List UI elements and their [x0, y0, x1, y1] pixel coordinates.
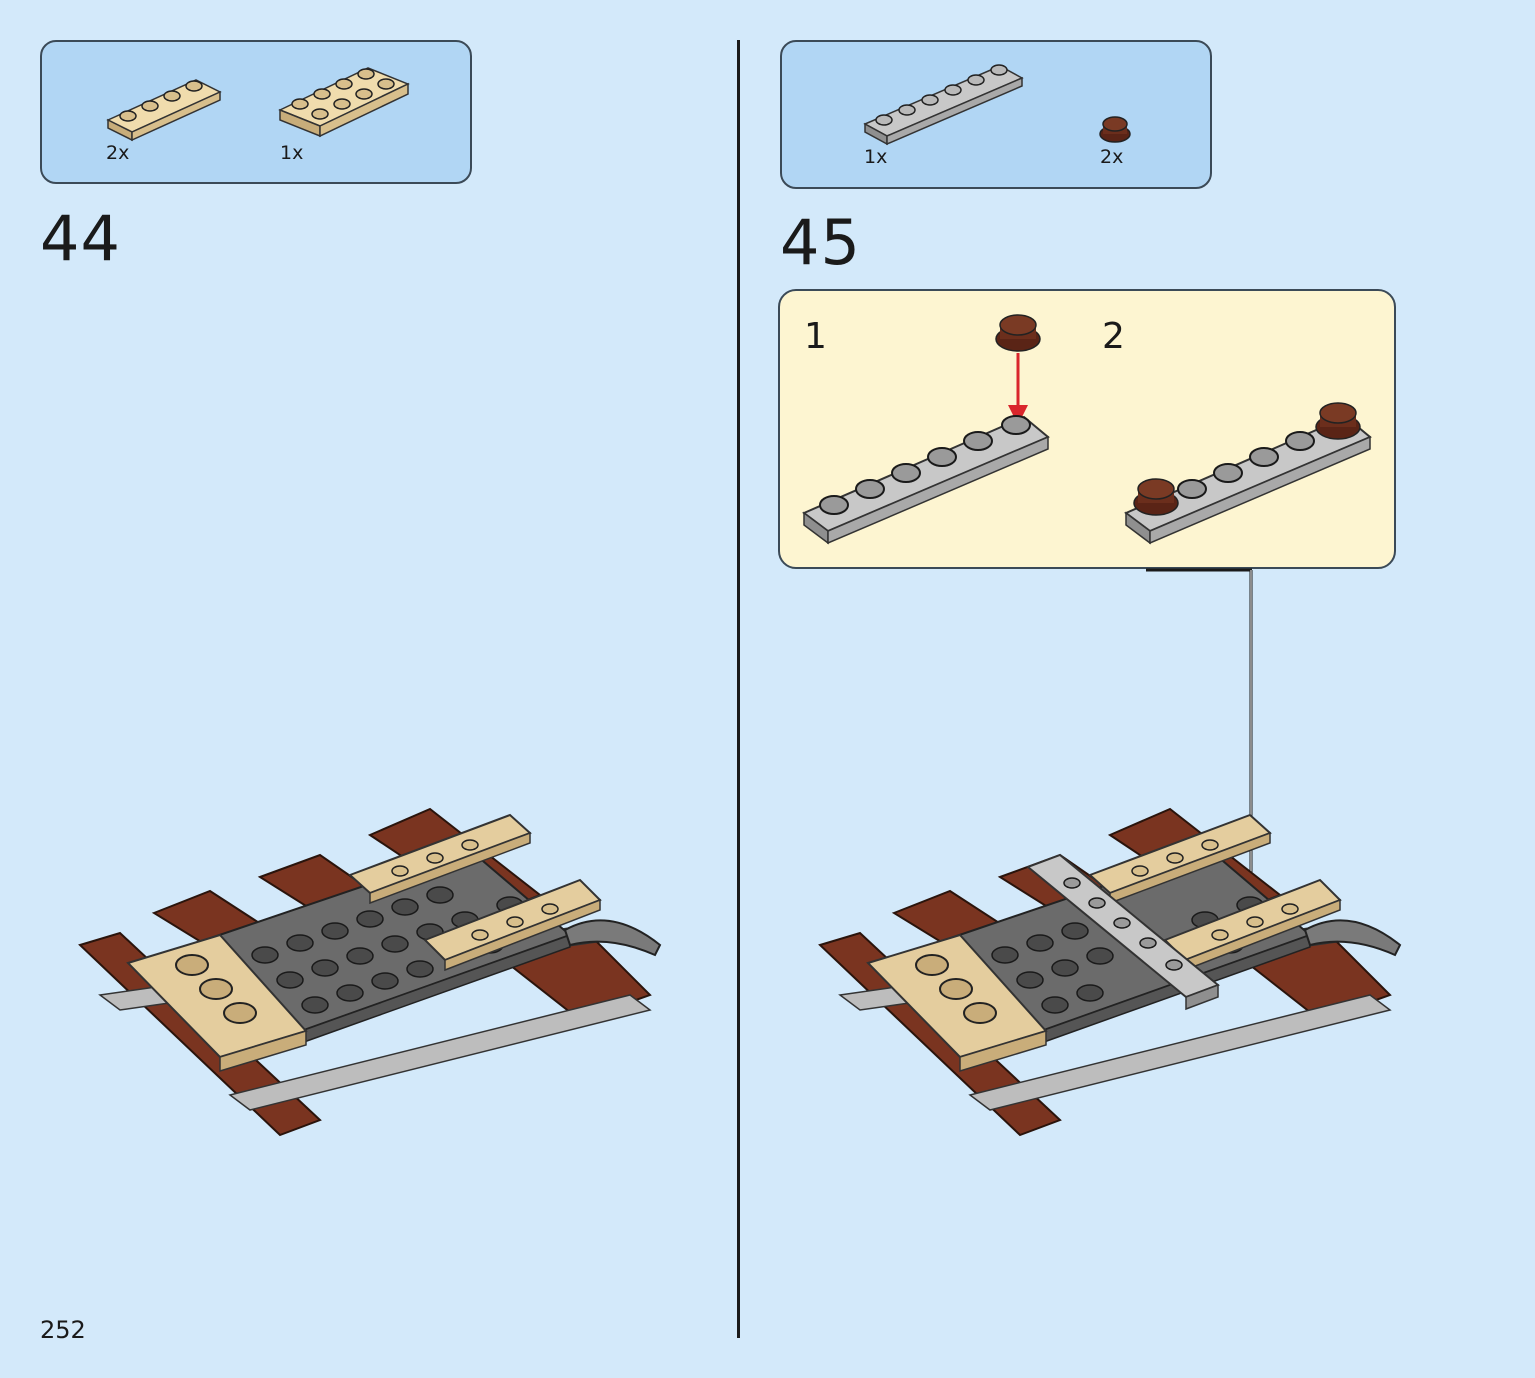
substep-number-2: 2 — [1102, 316, 1125, 357]
parts-callout-step-45: 1x 2x — [780, 40, 1212, 189]
substep-2-illustration — [1124, 402, 1372, 545]
gray-plate-1x6-icon — [863, 64, 1024, 146]
subassembly-callout: 1 2 — [778, 289, 1396, 569]
brown-round-plate-1x1-icon — [1099, 116, 1131, 143]
part-qty-tan-plate-1x4: 2x — [106, 142, 130, 164]
substep-number-1: 1 — [804, 316, 827, 357]
step-44-assembly-illustration — [78, 807, 662, 1137]
step-number-44: 44 — [40, 202, 121, 275]
part-qty-tan-plate-2x4: 1x — [280, 142, 304, 164]
step-45-assembly-illustration — [818, 807, 1402, 1137]
step-number-45: 45 — [780, 206, 861, 279]
page-number: 252 — [40, 1316, 86, 1344]
part-qty-gray-plate-1x6: 1x — [864, 146, 888, 168]
substep-1-illustration — [802, 314, 1050, 545]
tan-plate-1x4-icon — [106, 79, 222, 142]
part-qty-brown-round-plate: 2x — [1100, 146, 1124, 168]
tan-plate-2x4-icon — [278, 67, 410, 138]
parts-callout-step-44: 2x 1x — [40, 40, 472, 184]
page-divider — [737, 40, 740, 1338]
